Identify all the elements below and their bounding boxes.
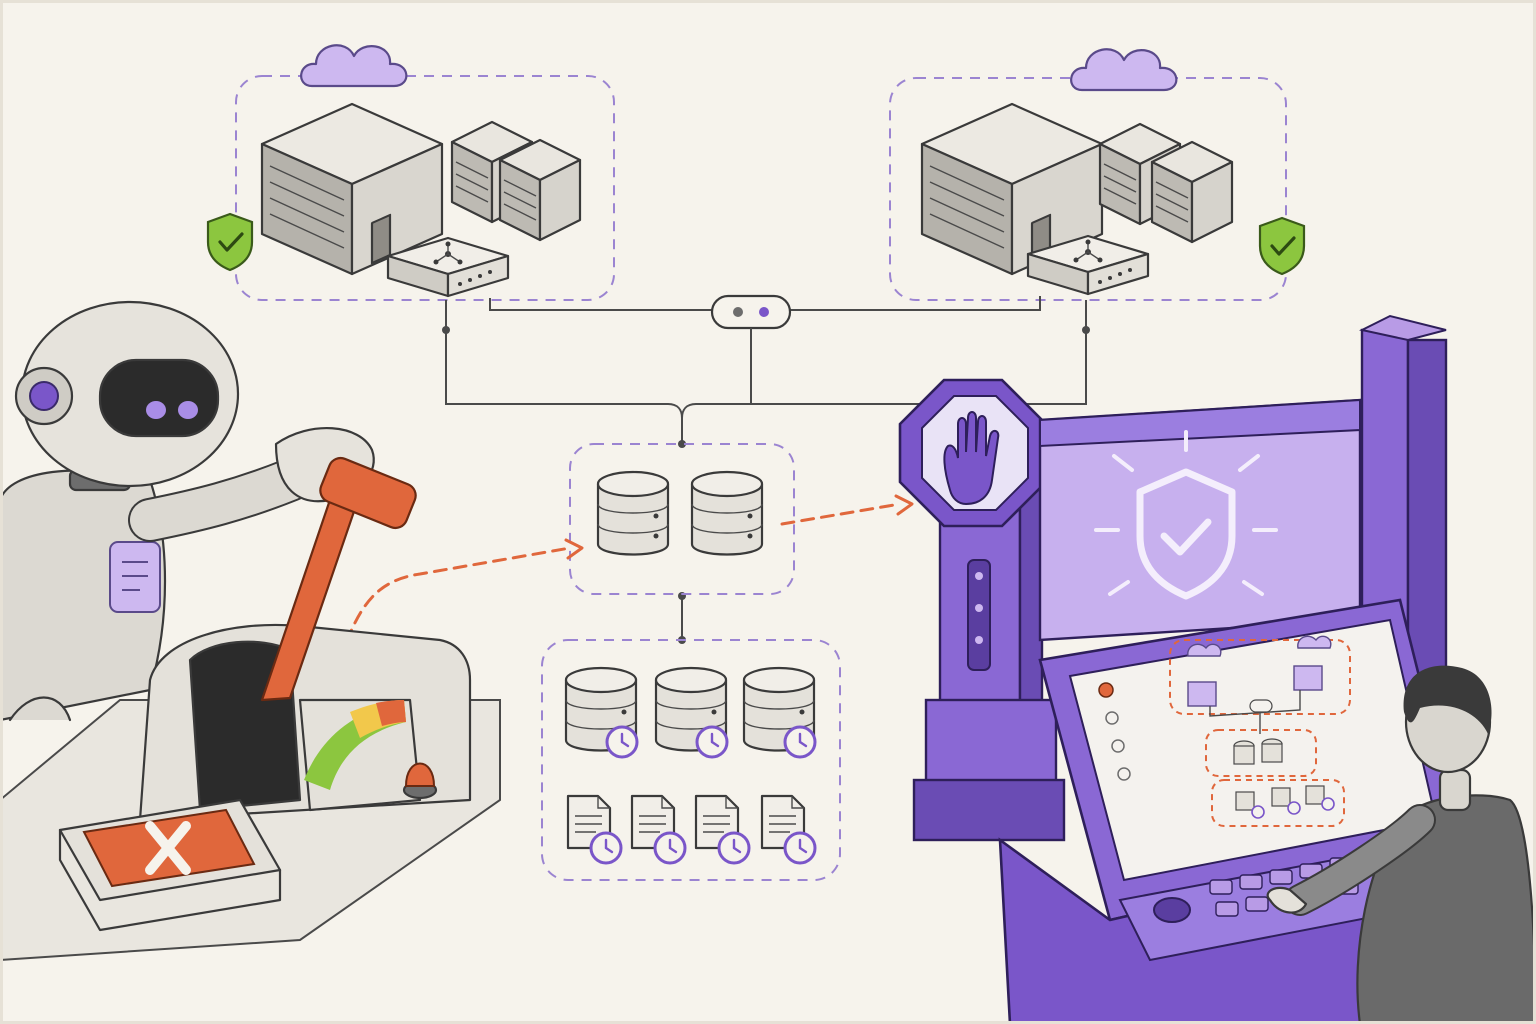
- primary-database-zone: [569, 443, 795, 595]
- clock-icon: [783, 725, 817, 759]
- stop-hand-icon: [943, 411, 1000, 506]
- console-knob[interactable]: [1153, 897, 1191, 923]
- close-icon: [145, 821, 191, 875]
- link-node: [710, 294, 792, 330]
- clock-icon: [605, 725, 639, 759]
- screen-button[interactable]: [1098, 682, 1114, 698]
- clock-icon: [695, 725, 729, 759]
- clock-icon: [589, 831, 623, 865]
- screen-button[interactable]: [1111, 739, 1125, 753]
- screen-button[interactable]: [1105, 711, 1119, 725]
- stop-gate: [898, 378, 1066, 842]
- backup-snapshots-zone: [541, 639, 841, 881]
- server-rack-icon: [498, 138, 582, 242]
- database-snapshot: [564, 666, 639, 759]
- screen-topology-diagram: [1169, 635, 1351, 827]
- operator-figure: [1266, 665, 1536, 1024]
- region-left: [206, 44, 615, 301]
- cloud-icon: [300, 44, 408, 88]
- shield-check-icon: [206, 212, 254, 272]
- robot-figure: [0, 300, 375, 722]
- kill-switch-lever: [0, 456, 501, 962]
- shield-check-icon: [1258, 216, 1306, 276]
- screen-button[interactable]: [1117, 767, 1131, 781]
- database-snapshot: [654, 666, 729, 759]
- shield-check-icon: [1094, 430, 1278, 600]
- network-links: [442, 294, 1090, 644]
- document-snapshot: [694, 794, 751, 865]
- clock-icon: [717, 831, 751, 865]
- document-snapshot: [630, 794, 687, 865]
- document-snapshot: [760, 794, 817, 865]
- document-snapshot: [566, 794, 623, 865]
- server-rack-icon: [1150, 140, 1234, 244]
- clock-icon: [783, 831, 817, 865]
- cloud-icon: [1070, 48, 1178, 92]
- clock-icon: [653, 831, 687, 865]
- database-icon: [596, 470, 670, 556]
- database-snapshot: [742, 666, 817, 759]
- database-icon: [690, 470, 764, 556]
- region-right: [889, 48, 1306, 301]
